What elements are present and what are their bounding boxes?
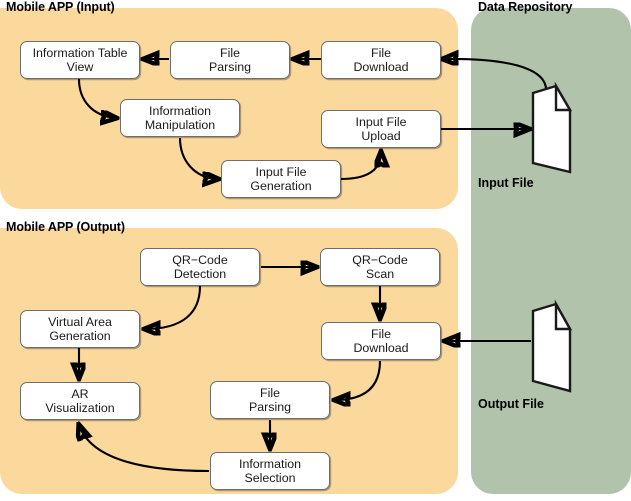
node-file-parsing-input[interactable]: File Parsing — [170, 41, 290, 79]
input-file-label: Input File — [478, 176, 534, 190]
node-information-table-view[interactable]: Information Table View — [20, 41, 140, 79]
panel-title-input: Mobile APP (Input) — [6, 0, 115, 14]
node-information-manipulation[interactable]: Information Manipulation — [120, 99, 240, 137]
node-input-file-generation[interactable]: Input File Generation — [221, 160, 341, 198]
output-file-label: Output File — [478, 397, 544, 411]
node-qr-code-detection[interactable]: QR−Code Detection — [140, 248, 260, 286]
panel-title-output: Mobile APP (Output) — [6, 220, 125, 234]
node-ar-visualization[interactable]: AR Visualization — [20, 382, 140, 420]
node-virtual-area-generation[interactable]: Virtual Area Generation — [20, 310, 140, 348]
panel-title-repository: Data Repository — [478, 0, 573, 14]
panel-data-repository — [471, 8, 631, 494]
node-information-selection[interactable]: Information Selection — [210, 452, 330, 490]
node-file-parsing-output[interactable]: File Parsing — [210, 381, 330, 419]
node-qr-code-scan[interactable]: QR−Code Scan — [320, 248, 440, 286]
node-file-download-input[interactable]: File Download — [321, 41, 441, 79]
node-file-download-output[interactable]: File Download — [321, 322, 441, 360]
node-input-file-upload[interactable]: Input File Upload — [321, 110, 441, 148]
